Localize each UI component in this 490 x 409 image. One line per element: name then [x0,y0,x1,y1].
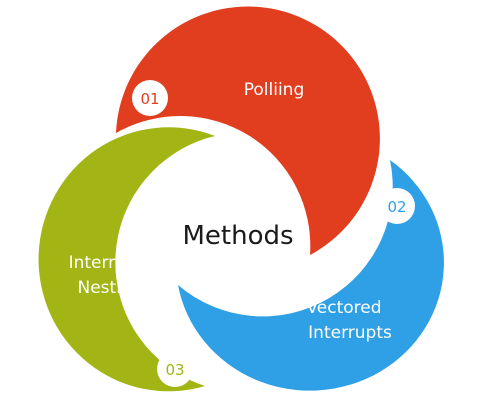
badge-01-text: 01 [140,90,159,108]
vectored-label-line1: Vectored [306,298,381,318]
segment-vectored-interrupts [178,160,444,391]
nesting-label-line1: Interrupt [69,253,144,273]
polling-label: Polliing [244,80,305,100]
vectored-label-line2: Interrupts [308,323,392,343]
badge-02-text: 02 [387,198,406,216]
segment-polling [116,6,380,256]
badge-02 [379,188,415,224]
badge-01 [132,80,168,116]
badge-03 [157,351,193,387]
badge-03-text: 03 [165,361,184,379]
center-label: Methods [182,221,293,251]
segment-interrupt-nesting [38,127,215,392]
nesting-label-line2: Nesting [78,278,143,298]
